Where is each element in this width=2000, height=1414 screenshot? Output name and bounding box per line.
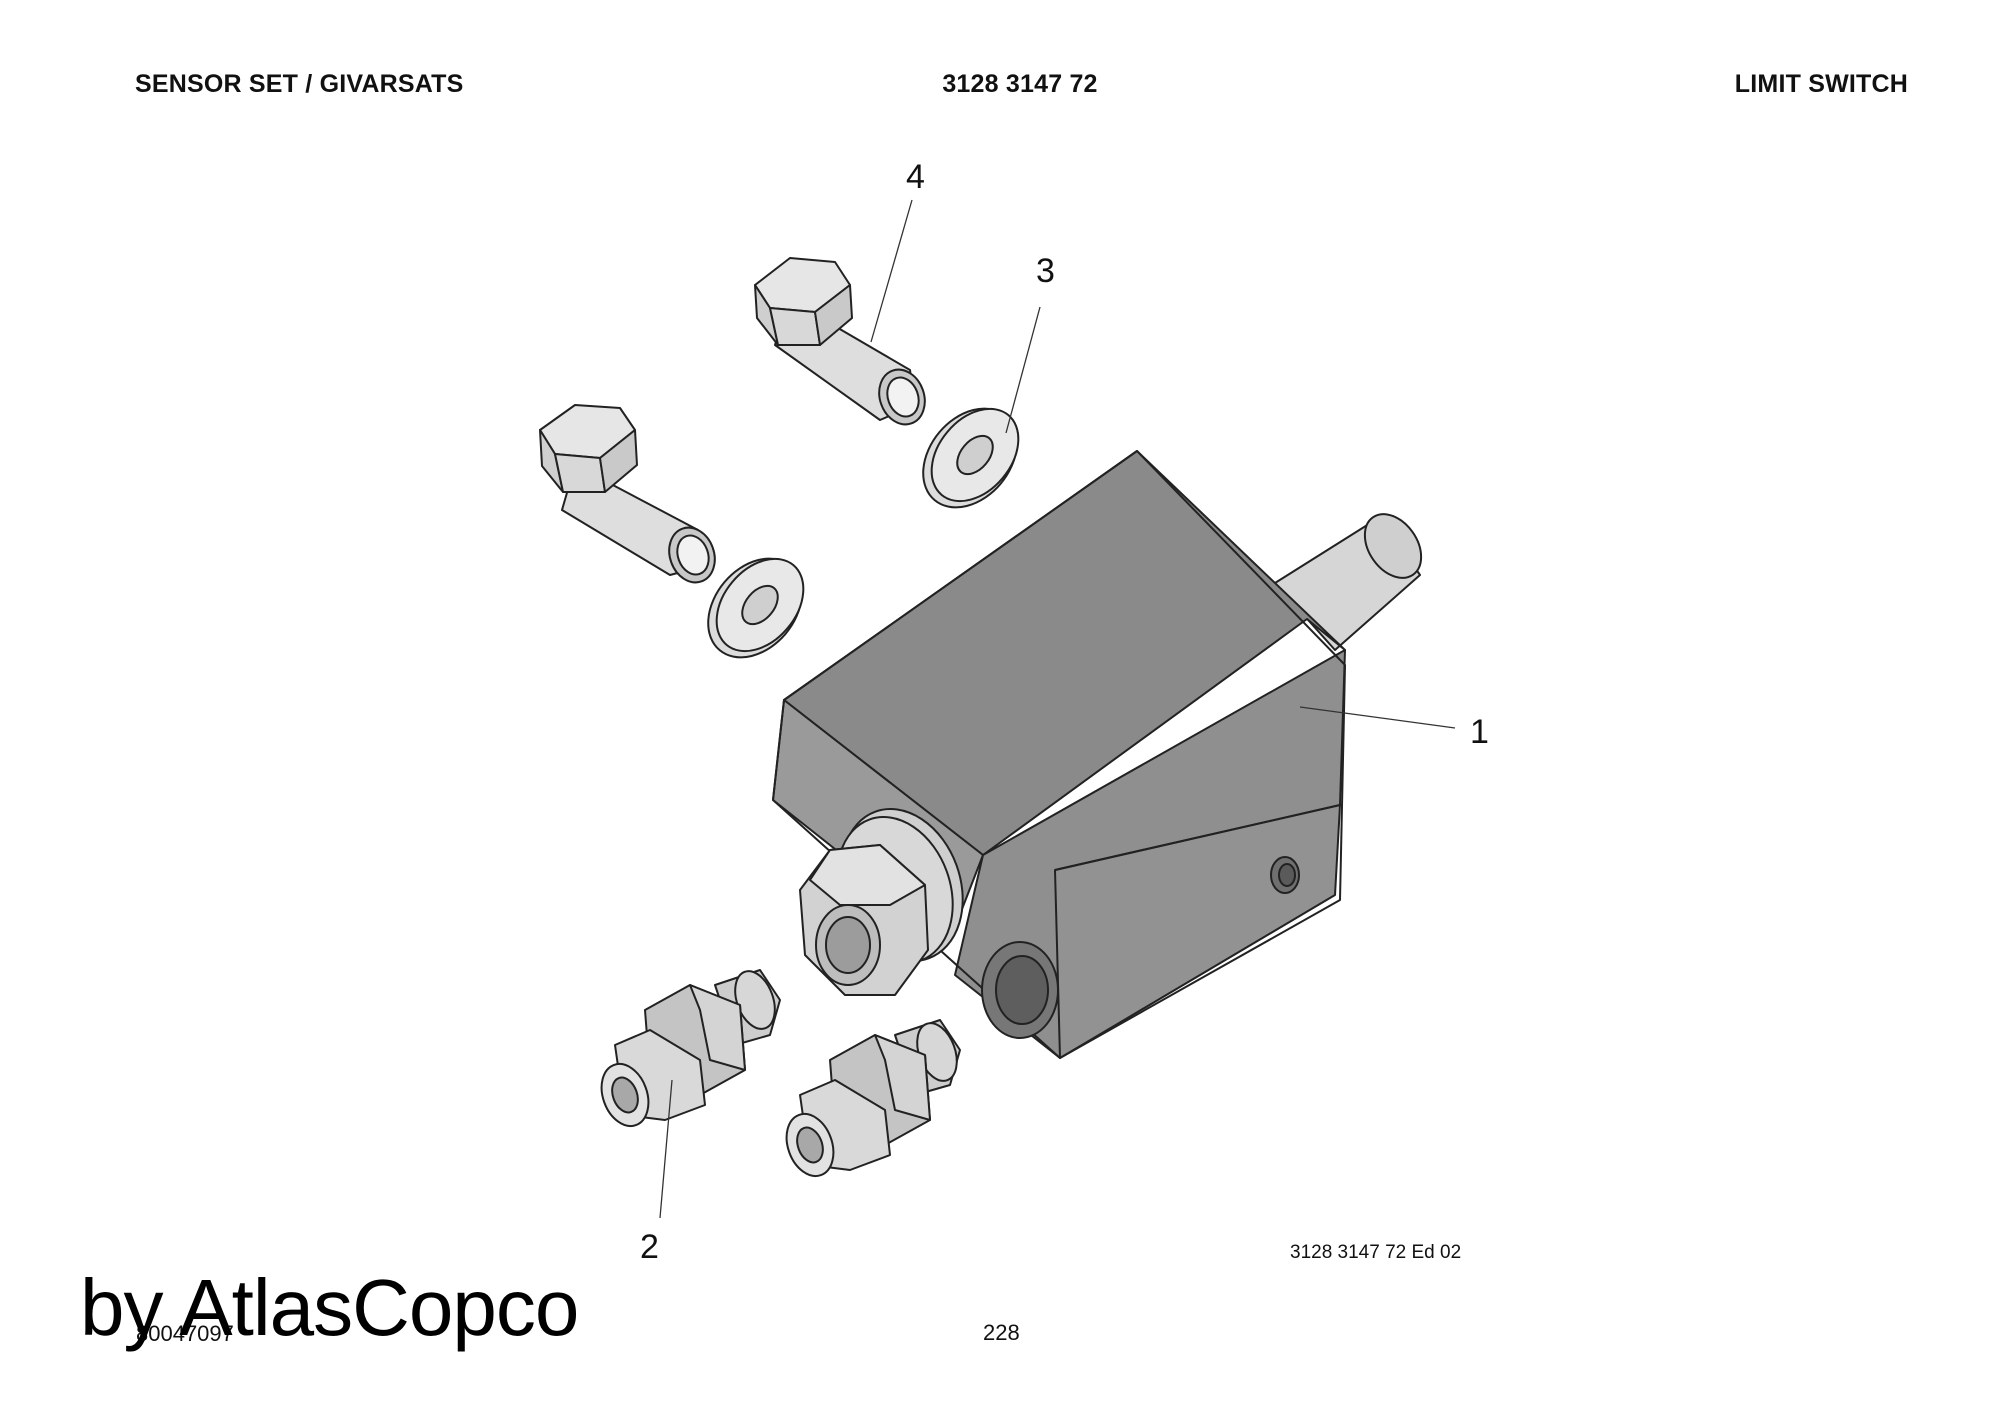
header-part-number: 3128 3147 72 — [942, 70, 1098, 98]
header-right-title: LIMIT SWITCH — [1734, 70, 1908, 98]
washer-part-3-lower — [707, 557, 805, 659]
screw-part-4-lower — [539, 404, 716, 584]
page-number: 228 — [983, 1320, 1020, 1345]
callout-1: 1 — [1470, 713, 1489, 751]
leader-line-1 — [1299, 706, 1456, 729]
header-left-title: SENSOR SET / GIVARSATS — [135, 70, 464, 98]
screw-part-4-upper — [754, 257, 926, 426]
callout-3: 3 — [1036, 252, 1055, 290]
gland-nut — [799, 808, 964, 996]
callout-4: 4 — [906, 158, 925, 196]
fitting-part-2-right — [785, 1019, 961, 1177]
leader-line-2 — [659, 1079, 673, 1219]
fitting-part-2-left — [600, 969, 781, 1127]
edition-label: 3128 3147 72 Ed 02 — [1290, 1242, 1462, 1263]
leader-line-3 — [1005, 306, 1041, 434]
leader-line-4 — [870, 199, 913, 343]
sensor-body-part-1 — [772, 450, 1423, 1059]
callout-2: 2 — [640, 1228, 659, 1266]
figure-code: 80047097 — [136, 1321, 234, 1346]
washer-part-3-upper — [922, 407, 1020, 509]
watermark: by AtlasCopco — [80, 1263, 579, 1352]
